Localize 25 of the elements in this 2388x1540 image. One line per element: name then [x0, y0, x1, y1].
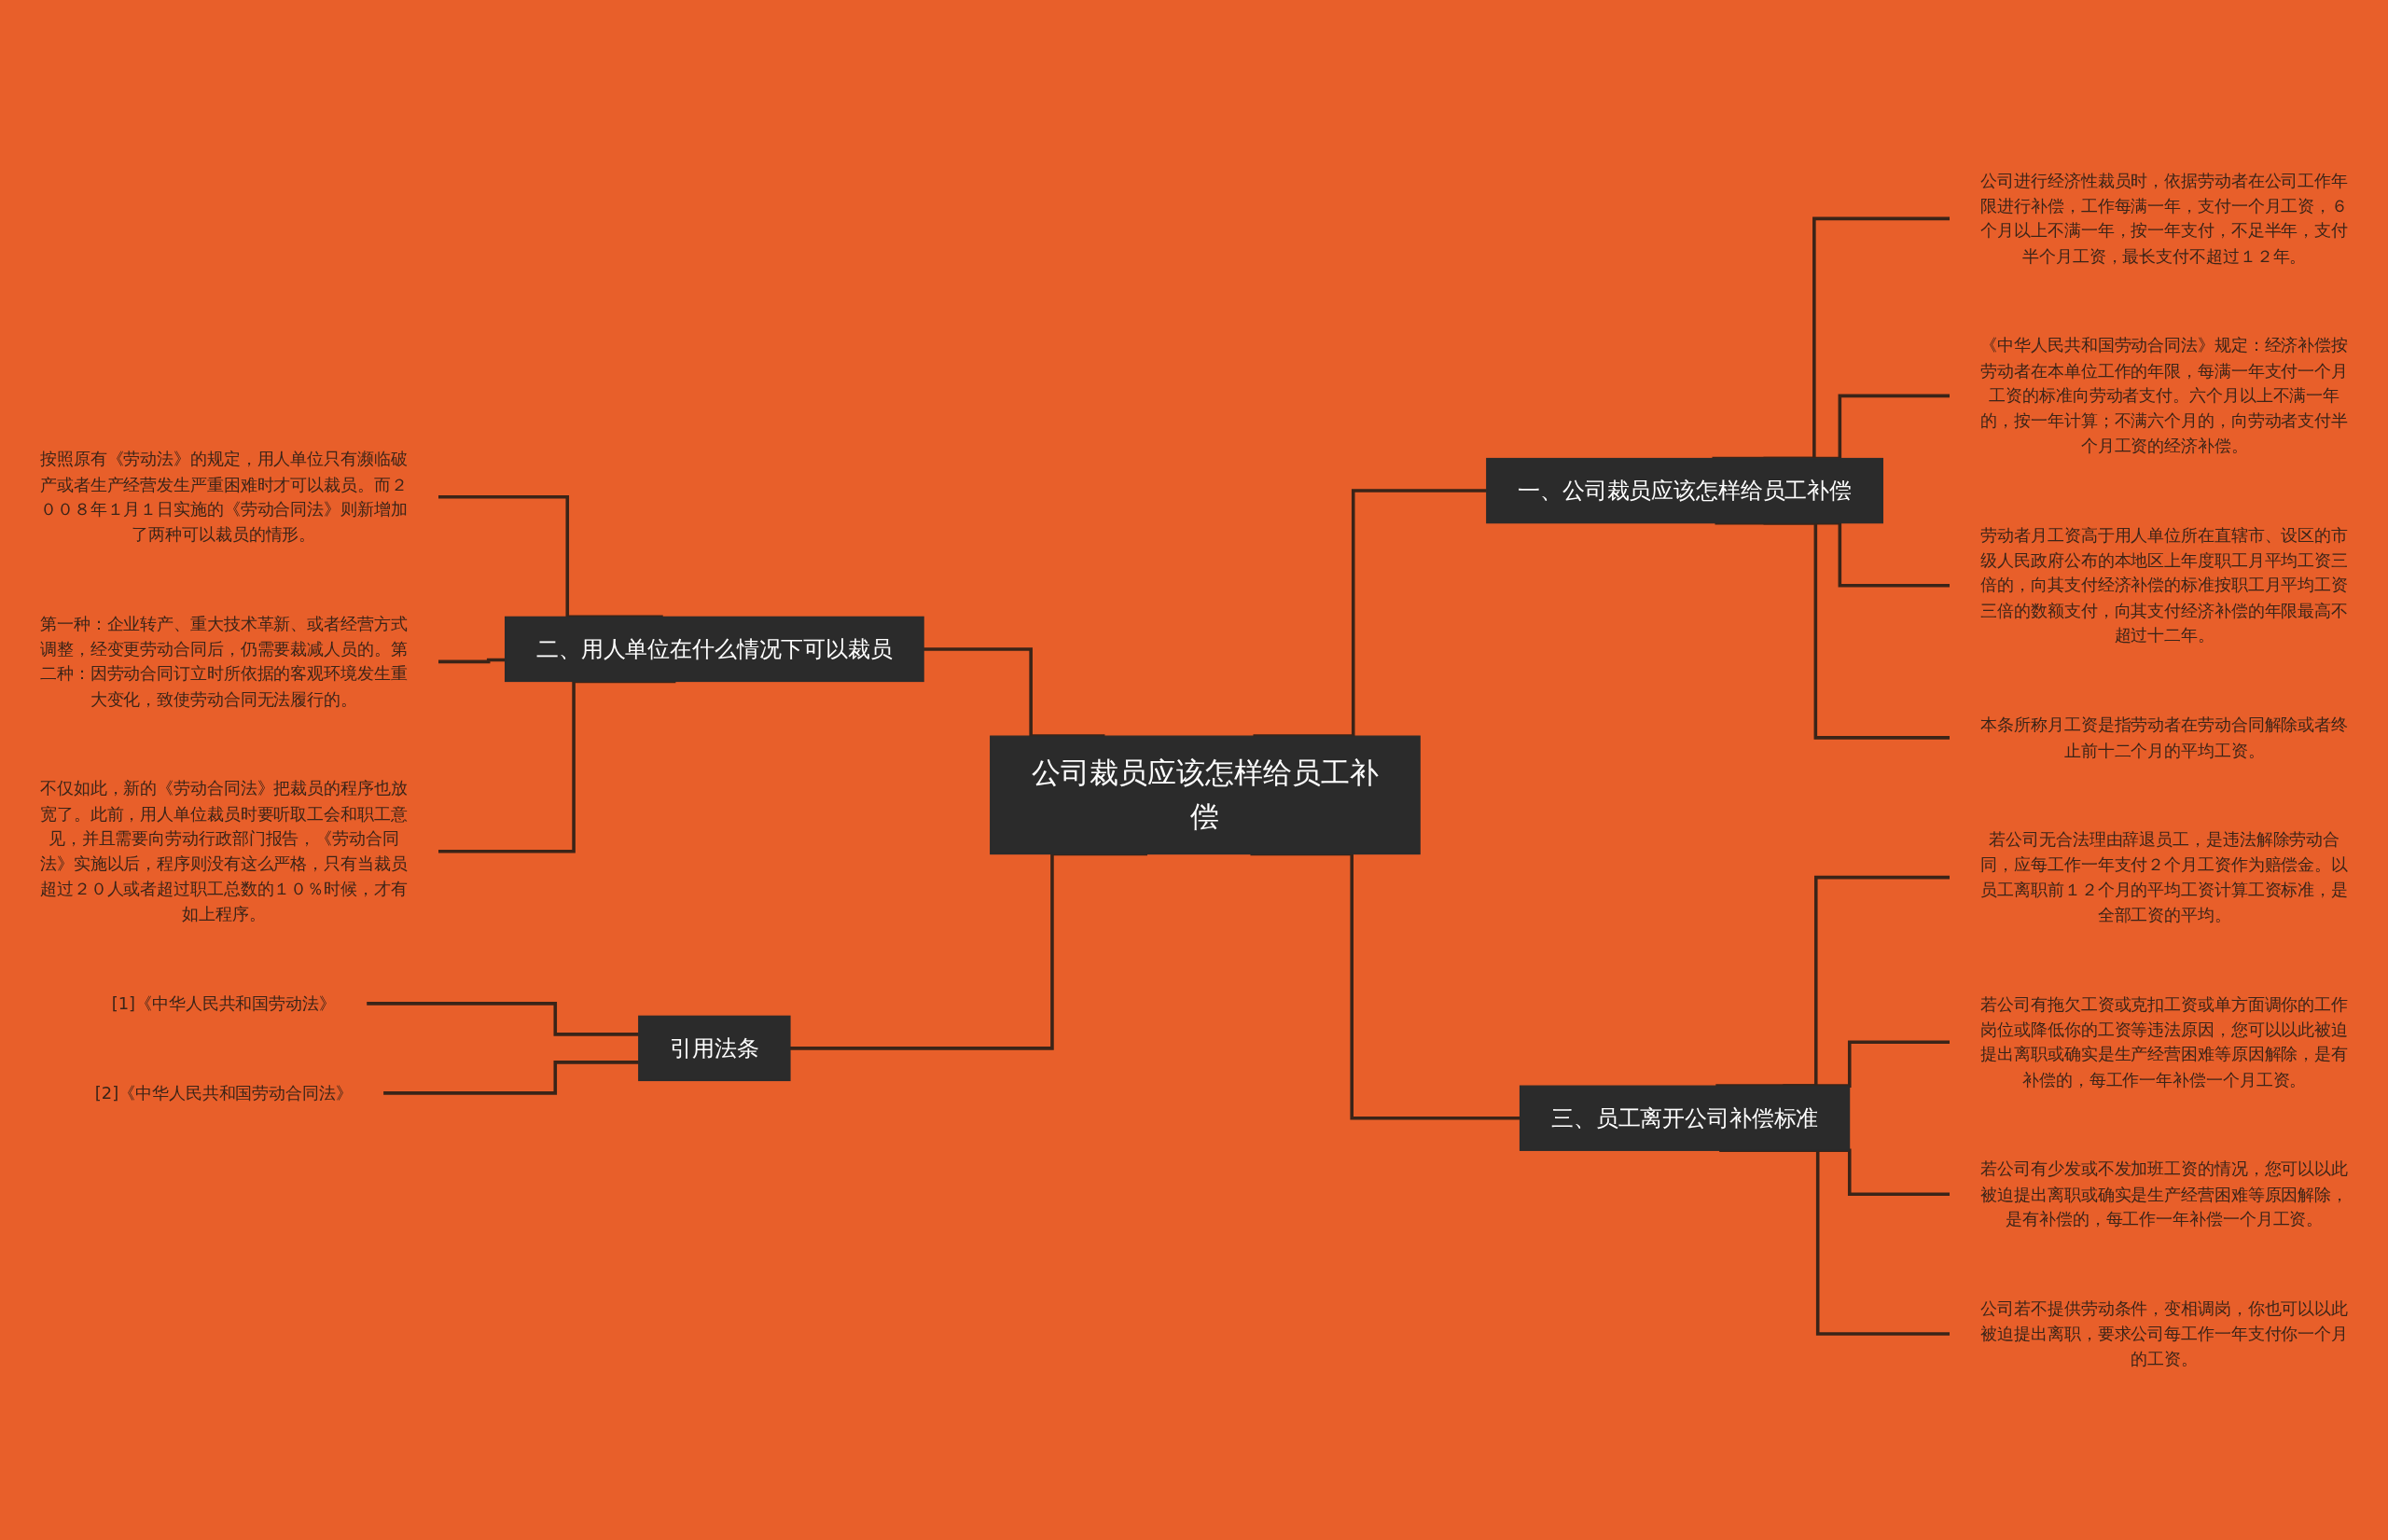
node-text: 若公司无合法理由辞退员工，是违法解除劳动合同，应每工作一年支付２个月工资作为赔偿金。以员工离职前１２个月的平均工资计算工资标准，是全部工资的平均。	[1980, 829, 2349, 925]
node-box: 公司裁员应该怎样给员工补偿	[990, 735, 1421, 855]
node-text: 《中华人民共和国劳动合同法》规定：经济补偿按劳动者在本单位工作的年限，每满一年支付一个月工资的标准向劳动者支付。六个月以上不满一年的，按一年计算；不满六个月的，向劳动者支付半个月工资的经济补偿。	[1980, 335, 2349, 456]
node-text: 劳动者月工资高于用人单位所在直辖市、设区的市级人民政府公布的本地区上年度职工月平均工资三倍的，向其支付经济补偿的标准按职工月平均工资三倍的数额支付，向其支付经济补偿的年限最高不超过十二年。	[1980, 525, 2349, 645]
connector	[923, 647, 1105, 738]
node-text: 本条所称月工资是指劳动者在劳动合同解除或者终止前十二个月的平均工资。	[1980, 715, 2349, 760]
node-box: 三、员工离开公司补偿标准	[1519, 1085, 1851, 1151]
node-box: 一、公司裁员应该怎样给员工补偿	[1486, 457, 1883, 524]
connector	[438, 658, 506, 664]
node-text: [1]《中华人民共和国劳动法》	[111, 992, 336, 1014]
node-text: 不仅如此，新的《劳动合同法》把裁员的程序也放宽了。此前，用人单位裁员时要听取工会和职工意见，并且需要向劳动行政部门报告，《劳动合同法》实施以后，程序则没有这么严格，只有当裁员超过２０人或者超过职工总数的１０％时候，才有如上程序。	[39, 778, 408, 924]
connector	[367, 1002, 639, 1036]
node-text: [2]《中华人民共和国劳动合同法》	[94, 1082, 353, 1103]
node-text: 若公司有拖欠工资或克扣工资或单方面调你的工作岗位或降低你的工资等违法原因，您可以以此被迫提出离职或确实是生产经营困难等原因解除，是有补偿的，每工作一年补偿一个月工资。	[1980, 993, 2349, 1089]
node-text: 第一种：企业转产、重大技术革新、或者经营方式调整，经变更劳动合同后，仍需要裁减人员的。第二种：因劳动合同订立时所依据的客观环境发生重大变化，致使劳动合同无法履行的。	[39, 614, 408, 710]
node-text: 若公司有少发或不发加班工资的情况，您可以以此被迫提出离职或确实是生产经营困难等原因解除，是有补偿的，每工作一年补偿一个月工资。	[1980, 1158, 2349, 1229]
connector	[1253, 489, 1487, 738]
connector	[1715, 875, 1950, 1088]
node-box: 二、用人单位在什么情况下可以裁员	[505, 616, 924, 683]
node-box: 引用法条	[638, 1015, 791, 1082]
node-text: 按照原有《劳动法》的规定，用人单位只有濒临破产或者生产经营发生严重困难时才可以裁员。而２００８年１月１日实施的《劳动合同法》则新增加了两种可以裁员的情形。	[39, 449, 408, 545]
node-text: 公司进行经济性裁员时，依据劳动者在公司工作年限进行补偿，工作每满一年，支付一个月工资，６个月以上不满一年，按一年支付，不足半年，支付半个月工资，最长支付不超过１２年。	[1980, 171, 2349, 267]
connector	[383, 1061, 639, 1095]
connector	[1783, 1040, 1950, 1088]
node-text: 公司若不提供劳动条件，变相调岗，你也可以以此被迫提出离职，要求公司每工作一年支付你一个月的工资。	[1980, 1298, 2349, 1369]
